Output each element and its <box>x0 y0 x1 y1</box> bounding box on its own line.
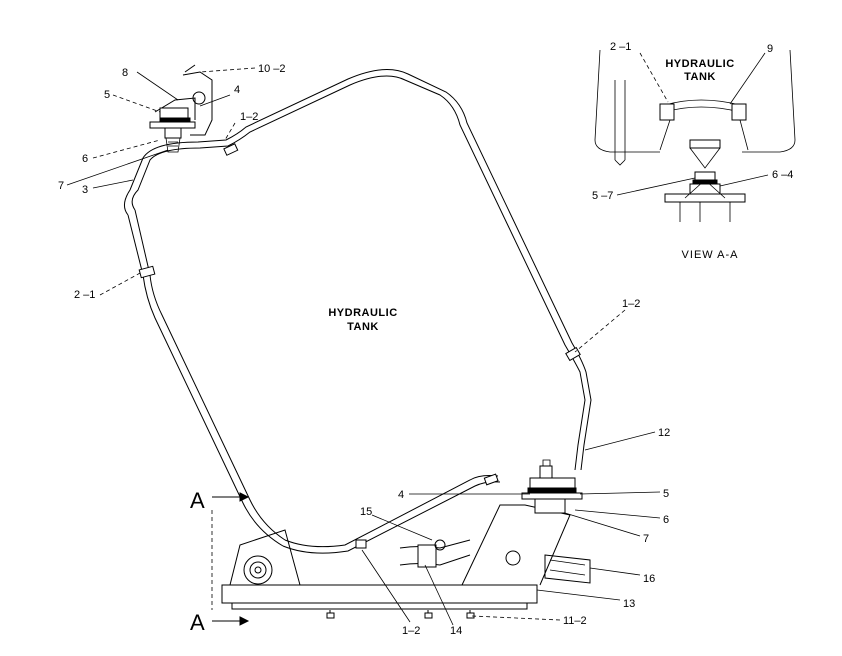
callout-11-2: 11–2 <box>563 615 587 627</box>
callout-5-lower: 5 <box>663 488 669 500</box>
section-marker-bottom: A <box>190 610 205 635</box>
callout-13: 13 <box>623 598 635 610</box>
callout-1-2-bottom: 1–2 <box>402 625 420 637</box>
callout-14: 14 <box>450 625 462 637</box>
callout-1-2-upper: 1–2 <box>240 111 258 123</box>
lower-mount <box>521 459 583 514</box>
section-marker: A A <box>190 488 250 635</box>
callout-1-2-right: 1–2 <box>622 298 640 310</box>
tank-label-line2: TANK <box>347 321 379 333</box>
callout-10-2: 10 –2 <box>258 63 286 75</box>
callout-12: 12 <box>658 427 670 439</box>
inset-label-line1: HYDRAULIC <box>665 58 734 70</box>
view-title: VIEW A-A <box>682 249 739 261</box>
callout-5-upper: 5 <box>104 89 110 101</box>
inset-callout-2-1: 2 –1 <box>610 41 631 53</box>
callout-8: 8 <box>122 67 128 79</box>
section-marker-top: A <box>190 488 205 513</box>
inset-callout-5-7: 5 –7 <box>592 190 613 202</box>
callout-15: 15 <box>360 506 372 518</box>
callout-7-lower: 7 <box>643 533 649 545</box>
tank-label-line1: HYDRAULIC <box>328 307 397 319</box>
callout-2-1: 2 –1 <box>74 289 95 301</box>
callout-3: 3 <box>82 184 88 196</box>
callout-4-upper: 4 <box>234 84 240 96</box>
inset-callout-9: 9 <box>767 43 773 55</box>
callout-6-lower: 6 <box>663 514 669 526</box>
hose-assembly <box>399 539 591 584</box>
callouts-main: 8 10 –2 5 4 1–2 6 7 3 2 –1 1–2 12 4 5 6 … <box>58 63 670 637</box>
callout-4-lower: 4 <box>398 489 404 501</box>
base-frame <box>221 504 571 619</box>
inset-label-line2: TANK <box>684 71 716 83</box>
callout-7-upper: 7 <box>58 180 64 192</box>
inset-callout-6-4: 6 –4 <box>772 169 793 181</box>
leader-lines <box>66 67 661 626</box>
upper-bracket <box>149 64 213 153</box>
callout-16: 16 <box>643 573 655 585</box>
callout-6-upper: 6 <box>82 153 88 165</box>
inset-view: HYDRAULIC TANK 2 –1 9 5 –7 6 –4 VIEW A-A <box>592 41 796 261</box>
tank-strap <box>124 69 592 554</box>
